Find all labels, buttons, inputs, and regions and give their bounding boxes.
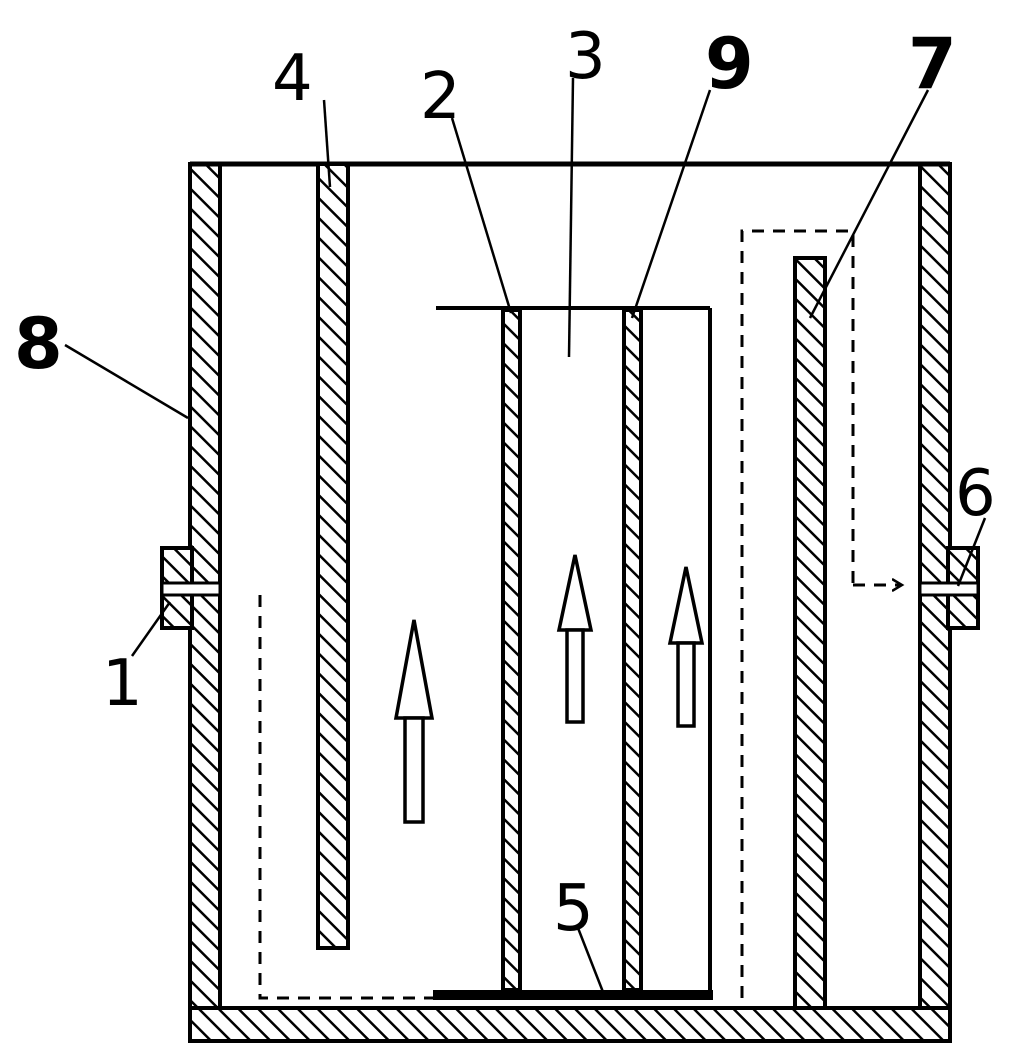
baffle-7	[793, 256, 827, 1010]
inner-wall-2	[501, 308, 522, 992]
arrow-up-left-icon	[393, 619, 435, 824]
arrow-up-right-icon	[667, 566, 705, 728]
bottom-plate-5	[433, 990, 713, 1000]
label-6: 6	[955, 457, 996, 531]
arrow-up-center-icon	[556, 554, 594, 724]
label-3: 3	[565, 20, 606, 94]
inlet-nozzle	[160, 546, 222, 630]
flow-path-right	[740, 229, 855, 998]
flow-path-left	[258, 595, 712, 1000]
outlet-nozzle	[918, 546, 980, 630]
label-1: 1	[102, 647, 143, 721]
label-7: 7	[908, 23, 957, 105]
bottom-wall	[188, 1006, 952, 1043]
label-8: 8	[14, 303, 63, 385]
label-4: 4	[272, 42, 313, 116]
label-2: 2	[420, 60, 461, 134]
leader-lines	[64, 77, 987, 993]
baffle-4	[316, 162, 350, 950]
outer-vessel	[188, 161, 952, 1043]
label-9: 9	[705, 23, 754, 105]
label-5: 5	[553, 872, 594, 946]
inner-wall-9	[622, 308, 643, 992]
right-wall	[918, 162, 952, 1043]
left-wall	[188, 162, 222, 1043]
